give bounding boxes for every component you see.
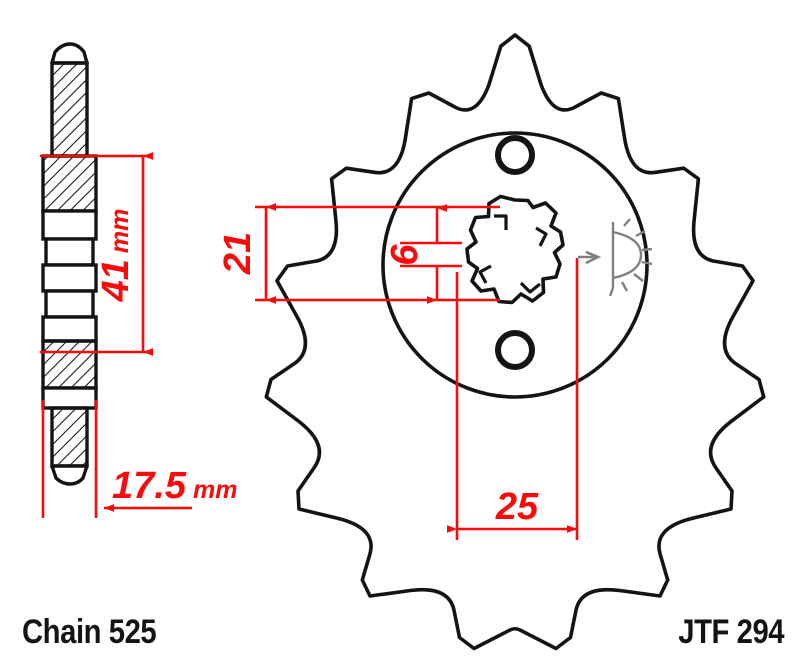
side-view-lower-body <box>41 339 98 390</box>
front-sprocket-view <box>264 33 766 651</box>
dimension-25: 25 <box>447 258 579 540</box>
dim-25-text: 25 <box>495 486 539 528</box>
section-arrow-burst-icon <box>578 218 653 297</box>
sprocket-inner-circle <box>381 131 649 399</box>
side-section-view <box>41 42 98 486</box>
dimension-6: 6 <box>384 204 462 304</box>
side-view-band-4 <box>44 289 95 319</box>
side-view-top-tip <box>50 42 89 65</box>
side-view-upper-shank <box>50 61 89 158</box>
dim-6-text: 6 <box>384 244 426 266</box>
dim-41-text: 41mm <box>95 209 137 303</box>
part-number-label: JTF 294 <box>678 613 784 651</box>
side-view-band-2 <box>44 237 95 267</box>
side-view-band-6 <box>41 386 98 410</box>
bolt-hole-bottom <box>495 330 535 370</box>
splined-center-bore <box>465 194 565 305</box>
spline-slot-detail <box>478 214 548 294</box>
side-view-band-5 <box>41 315 98 343</box>
dim-21-text: 21 <box>217 232 259 275</box>
bolt-hole-top <box>495 135 535 175</box>
side-view-lower-shank <box>50 406 89 468</box>
dimension-21: 21 <box>217 203 500 304</box>
side-view-bottom-tip <box>50 464 89 486</box>
side-view-band-3 <box>41 263 98 293</box>
chain-size-label: Chain 525 <box>22 613 157 651</box>
side-view-band-1 <box>41 209 98 241</box>
side-view-upper-body <box>41 154 98 213</box>
